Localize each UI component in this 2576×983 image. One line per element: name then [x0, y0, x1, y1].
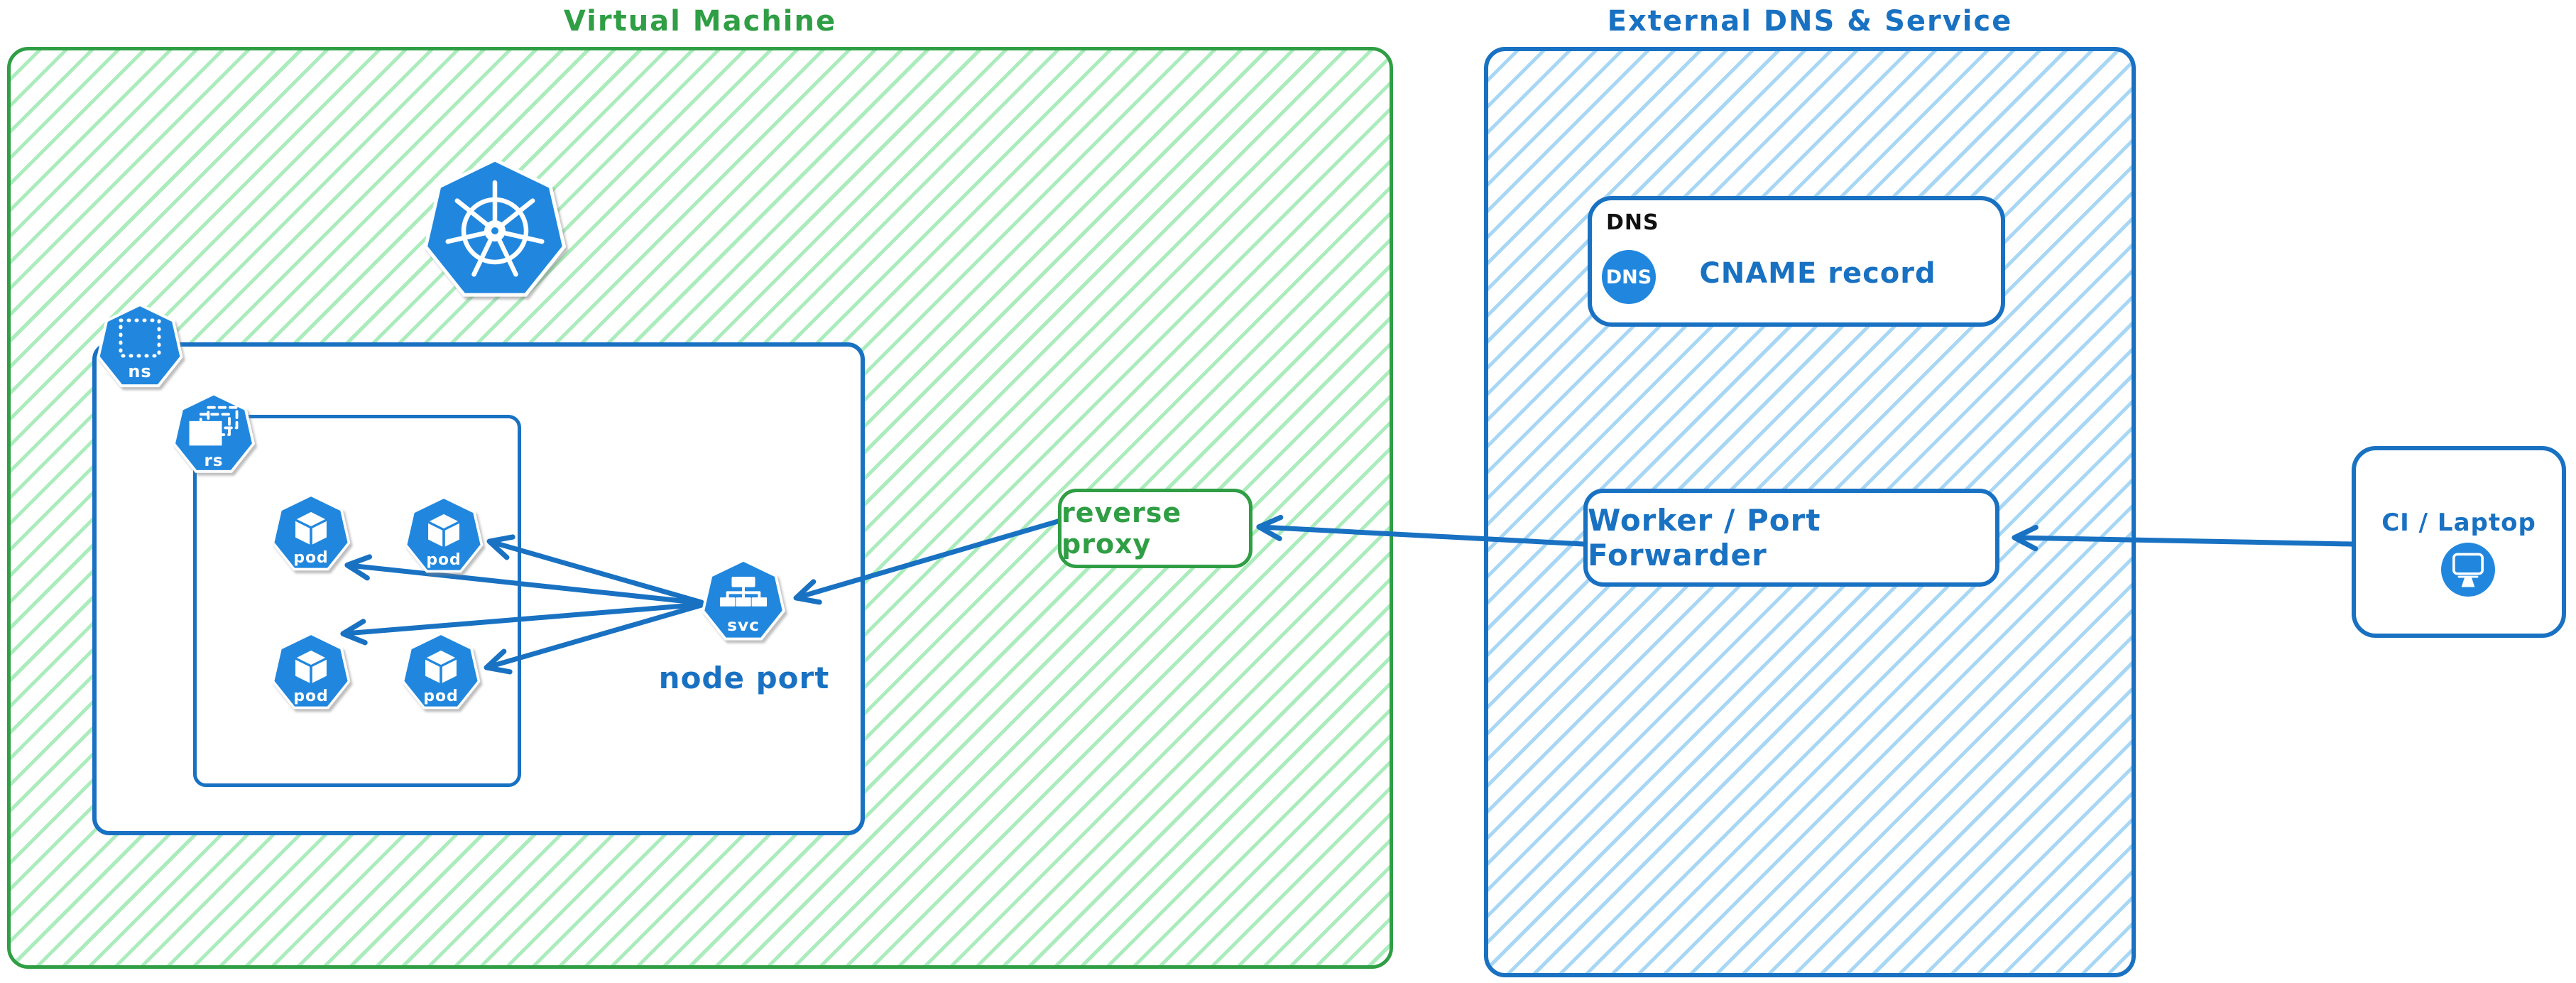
pod-icon: pod — [271, 632, 351, 710]
svc-badge-label: svc — [727, 616, 760, 635]
dns-badge-label: DNS — [1605, 266, 1652, 288]
node-port-label: node port — [658, 661, 830, 695]
cname-record-label: CNAME record — [1699, 257, 1936, 290]
pod-label: pod — [426, 551, 461, 569]
pod-icon: pod — [401, 632, 481, 710]
pod-icon: pod — [271, 494, 351, 571]
reverse-proxy-label: reverse proxy — [1061, 497, 1182, 560]
dns-tag-label: DNS — [1606, 210, 1659, 235]
pod-label: pod — [293, 688, 328, 705]
replicaset-badge-icon: rs — [172, 392, 256, 473]
kubernetes-logo-icon — [423, 158, 567, 297]
pod-label: pod — [293, 549, 328, 567]
namespace-badge-icon: ns — [97, 303, 183, 388]
worker-label: Worker / Port Forwarder — [1588, 503, 1821, 572]
ns-badge-label: ns — [128, 362, 151, 381]
service-icon: svc — [702, 558, 785, 641]
external-dns-title: External DNS & Service — [1607, 5, 2013, 38]
monitor-icon — [2441, 543, 2495, 597]
virtual-machine-title: Virtual Machine — [563, 5, 837, 38]
dns-badge-icon: DNS — [1602, 250, 1656, 304]
worker-box: Worker / Port Forwarder — [1583, 489, 1999, 587]
reverse-proxy-box: reverse proxy — [1058, 489, 1252, 568]
dns-record-box — [1588, 196, 2005, 327]
ci-laptop-label: CI / Laptop — [2381, 509, 2536, 537]
rs-badge-label: rs — [204, 452, 224, 470]
pod-icon: pod — [404, 496, 484, 573]
pod-label: pod — [423, 688, 458, 705]
ci-laptop-box — [2352, 446, 2566, 638]
